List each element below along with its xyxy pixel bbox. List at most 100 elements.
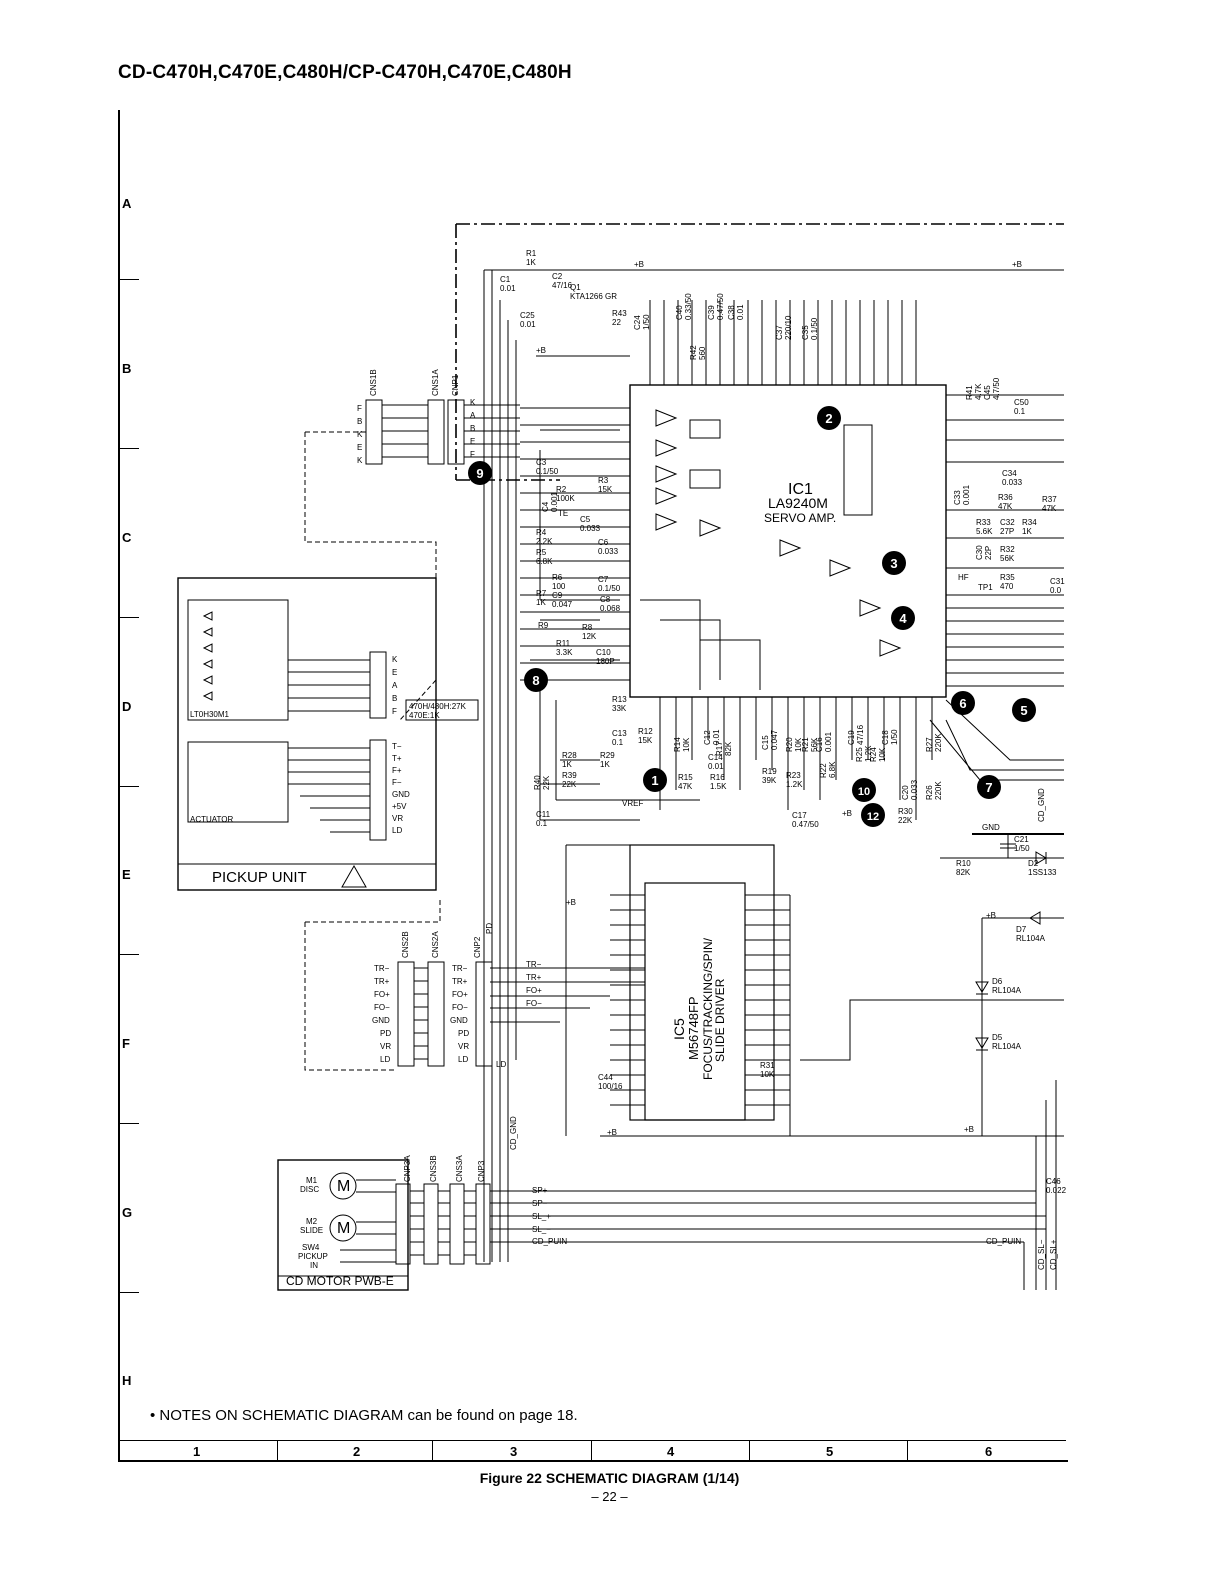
notes-text: • NOTES ON SCHEMATIC DIAGRAM can be foun… [150,1407,578,1424]
row-label-g: G [122,1205,133,1220]
net-sl-minus: SL_− [532,1225,551,1234]
component-r9: R9 [538,621,549,630]
row-label-c: C [122,530,132,545]
component-r42: R42560 [689,345,707,360]
component-c45: C454.7/50 [983,377,1001,400]
pickup-unit-label: PICKUP UNIT [212,869,307,886]
step-markers [468,406,1036,827]
cnp1-pin: B [470,424,475,433]
figure-caption: Figure 22 SCHEMATIC DIAGRAM (1/14) [479,1470,740,1486]
marker-4 [891,606,915,630]
cns2a-pin: TR− [452,964,468,973]
marker-12-text: 12 [867,811,879,823]
net-plus-b: +B [1012,260,1022,269]
column-bar [118,1440,1066,1461]
marker-10 [852,778,876,802]
marker-2-text: 2 [825,411,832,426]
cns2b-pin: TR+ [374,977,390,986]
component-c39: C390.47/50 [707,293,725,320]
marker-4-text: 4 [899,611,907,626]
cns2a-pin: TR+ [452,977,468,986]
row-separator [118,1292,139,1293]
pickup-pin-2: F− [392,778,402,787]
col-label-2: 2 [353,1444,361,1459]
pickup-pin: A [392,681,398,690]
cns1b-label: CNS1B [369,369,378,396]
cns2b-pin: TR− [374,964,390,973]
row-label-b: B [122,361,132,376]
cns2a-pin: GND [450,1016,468,1025]
ic1-function: SERVO AMP. [764,511,836,525]
net-cd-puin: CD_PUIN [532,1237,567,1246]
component-c4: C40.001 [541,491,559,512]
component-c35: C350.1/50 [801,317,819,340]
cnp1-pin: K [470,398,476,407]
net-tr-plus: TR+ [526,973,542,982]
cns1b-pin: K [357,456,363,465]
cns1b-pin: F [357,404,362,413]
net-plus-b: +B [842,809,852,818]
component-r21: R2156K [801,737,819,752]
col-label-4: 4 [667,1444,675,1459]
pickup-pin: E [392,668,397,677]
component-c12: C120.01 [703,729,721,745]
pickup-pin-2: VR [392,814,403,823]
net-plus-b: +B [986,911,996,920]
component-c30: C3022P [975,545,993,560]
cns1b-pin: K [357,430,363,439]
net-plus-b: +B [964,1125,974,1134]
cnp1-pin: A [470,411,476,420]
net-cd-gnd: CD_GND [1037,788,1046,822]
actuator-label: ACTUATOR [190,815,233,824]
component-r26: R26220K [925,781,943,800]
lens-model-label: LT0H30M1 [190,710,230,719]
col-separator [907,1440,908,1460]
cns2a-pin: PD [458,1029,469,1038]
cnp1-label: CNP1 [451,374,460,396]
pickup-pin-2: GND [392,790,410,799]
row-label-e: E [122,867,131,882]
row-separator [118,617,139,618]
sw4-ref: SW4 [302,1243,320,1252]
pickup-pin-2: T− [392,742,402,751]
cns2b-pin: VR [380,1042,391,1051]
cnp1-pin: F [470,450,475,459]
row-label-d: D [122,699,132,714]
row-label-a: A [122,196,132,211]
cns2a-pin: FO+ [452,990,468,999]
component-c24: C241/50 [633,314,651,330]
ic5-function-2: SLIDE DRIVER [713,978,727,1062]
row-separator [118,279,139,280]
pickup-pin: F [392,707,397,716]
component-r20: R2010K [785,737,803,752]
net-hf: HF [958,573,969,582]
